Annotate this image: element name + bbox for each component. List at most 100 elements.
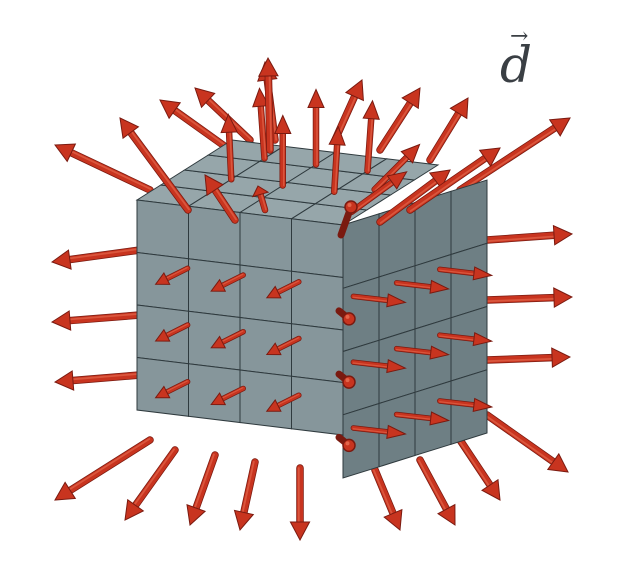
back-arrow-14-highlight — [486, 357, 553, 363]
right-top-arrow-1-head — [478, 147, 501, 168]
top-arrow-6-head — [400, 143, 421, 164]
back-arrow-4-shaft — [67, 437, 153, 494]
back-arrow-11-head — [481, 478, 501, 501]
back-arrow-17-highlight — [174, 108, 232, 150]
top-arrow-0 — [252, 87, 270, 162]
right-top-arrow-1-shaft — [407, 155, 489, 213]
back-arrow-10-shaft — [417, 457, 450, 513]
right-arrow-2-1-highlight — [395, 414, 432, 420]
top-arrow-6-shaft — [372, 154, 410, 192]
right-top-arrow-0-head — [428, 169, 451, 190]
cube-front-face-cell — [291, 218, 344, 279]
cube-right-face-cell — [342, 213, 380, 289]
edge-arrow-0-tip-shine — [347, 203, 352, 207]
top-edge-arrow-1-highlight — [260, 193, 267, 211]
right-arrow-1-0-highlight — [352, 362, 389, 368]
right-arrow-0-1-head — [429, 279, 451, 294]
back-arrow-6 — [186, 451, 219, 526]
front-arrow-0-1-head — [210, 278, 227, 292]
back-arrow-13-head — [553, 287, 574, 309]
right-arrow-2-1 — [393, 411, 451, 426]
back-arrow-1-shaft — [66, 247, 143, 263]
cube-front-face-cell — [188, 310, 241, 371]
back-arrow-10 — [416, 456, 456, 526]
back-arrow-2-highlight — [68, 312, 141, 321]
cube-front-face-cell — [291, 375, 344, 436]
front-arrow-1-2-shaft — [276, 336, 301, 351]
back-arrow-17-head — [159, 99, 182, 120]
back-arrow-2-shaft — [66, 312, 143, 324]
front-arrow-0-0-shaft — [164, 266, 190, 281]
back-arrow-16 — [456, 117, 571, 194]
right-arrow-1-0 — [350, 359, 407, 374]
back-arrow-5-highlight — [133, 448, 175, 506]
right-arrow-2-0 — [350, 424, 407, 439]
back-arrow-13-shaft — [484, 294, 558, 303]
back-arrow-11-highlight — [458, 439, 490, 487]
front-arrow-2-1 — [210, 385, 246, 406]
back-arrow-21-shaft — [377, 100, 414, 153]
top-arrow-7-head — [386, 171, 408, 190]
front-arrow-1-0 — [154, 322, 191, 342]
back-arrow-8-head — [289, 521, 311, 542]
top-edge-arrow-0-shaft — [211, 186, 238, 223]
back-arrow-6-highlight — [194, 453, 215, 509]
back-arrow-22 — [426, 97, 469, 164]
back-arrow-16-shaft — [457, 124, 558, 193]
top-arrow-0-head — [252, 87, 270, 108]
front-arrow-1-1-highlight — [221, 330, 244, 343]
front-arrow-0-1-shaft — [220, 273, 246, 288]
front-arrow-2-2-highlight — [277, 393, 300, 406]
right-arrow-0-0-head — [386, 293, 407, 308]
back-arrow-21-highlight — [380, 102, 413, 152]
cube-right-face-cell — [450, 242, 488, 319]
right-arrow-0-0-shaft — [351, 294, 390, 303]
top-arrow-3-head — [220, 113, 238, 134]
right-arrow-1-2-head — [472, 332, 494, 347]
front-arrow-2-1-shaft — [220, 386, 246, 401]
front-arrow-2-0 — [154, 378, 191, 399]
back-arrow-1-highlight — [68, 247, 141, 260]
right-arrow-0-0-highlight — [352, 296, 389, 302]
back-arrow-16-highlight — [459, 127, 557, 192]
back-arrow-1 — [50, 246, 144, 270]
back-arrow-0 — [54, 143, 154, 194]
back-arrow-5-head — [124, 498, 145, 521]
back-arrow-6-shaft — [193, 452, 218, 512]
back-arrow-5 — [124, 446, 179, 521]
back-arrow-12-highlight — [486, 235, 556, 243]
corner-arrow-tl-head — [119, 117, 140, 140]
back-arrow-16-head — [548, 117, 571, 137]
vector-symbol: d — [500, 36, 533, 94]
top-arrow-4-head — [274, 114, 292, 134]
back-arrow-6-head — [186, 504, 207, 526]
top-arrow-3-shaft — [226, 129, 234, 182]
right-arrow-0-1-shaft — [394, 280, 433, 289]
edge-arrow-1-tip — [342, 312, 356, 326]
cube-front-face-cell — [239, 369, 292, 430]
back-arrow-22-head — [449, 97, 469, 120]
top-tall-arrow-shaft — [265, 72, 273, 153]
back-arrow-15 — [483, 411, 569, 473]
back-arrow-17 — [159, 99, 234, 154]
front-arrow-1-2-highlight — [277, 337, 300, 349]
right-arrow-0-1 — [393, 279, 451, 294]
right-arrow-1-1 — [393, 345, 451, 360]
top-arrow-6-highlight — [374, 157, 409, 191]
edge-arrow-3-tip-shine — [345, 441, 350, 446]
top-arrow-1 — [307, 88, 325, 168]
edge-arrow-1 — [335, 307, 356, 326]
back-arrow-12-shaft — [484, 232, 558, 243]
vector-arrow-mark: → — [510, 24, 529, 49]
back-arrow-7 — [233, 458, 259, 532]
top-edge-arrow-1 — [251, 185, 270, 214]
back-arrow-14-shaft — [484, 354, 556, 363]
back-arrow-7-highlight — [241, 460, 255, 514]
back-arrow-0-highlight — [70, 150, 152, 190]
back-arrow-3-highlight — [71, 372, 141, 381]
back-arrow-3-head — [53, 370, 75, 391]
top-edge-arrow-0 — [204, 174, 239, 224]
back-arrow-21-head — [401, 87, 421, 110]
right-arrow-2-1-head — [429, 411, 451, 426]
back-arrow-14 — [483, 347, 572, 369]
